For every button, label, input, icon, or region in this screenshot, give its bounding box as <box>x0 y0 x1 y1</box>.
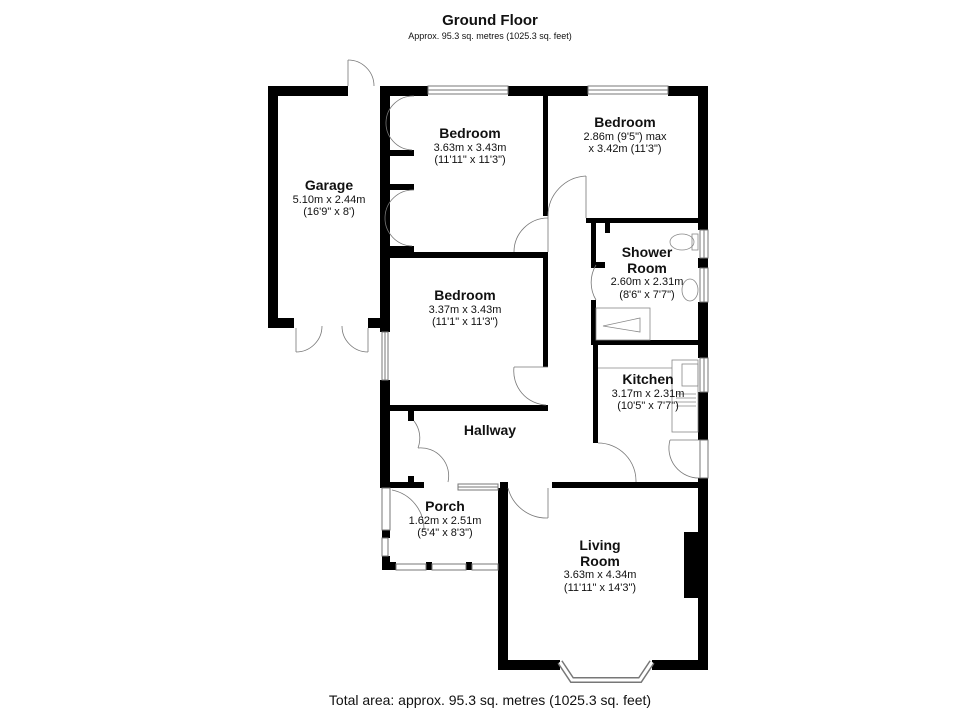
room-dim-imperial: (10'5" x 7'7") <box>617 399 679 412</box>
walls <box>268 86 708 670</box>
room-bedroom-3: Bedroom 3.37m x 3.43m (11'1" x 11'3") <box>400 287 530 328</box>
room-name: Bedroom <box>434 287 496 303</box>
room-name: Bedroom <box>594 114 656 130</box>
floor-title: Ground Floor <box>442 12 538 29</box>
room-name-line2: Room <box>580 552 620 569</box>
room-dim-metric: 2.86m (9'5") max <box>583 130 667 143</box>
room-porch: Porch 1.62m x 2.51m (5'4" x 8'3") <box>392 498 498 539</box>
floor-area-subtitle: Approx. 95.3 sq. metres (1025.3 sq. feet… <box>408 31 572 41</box>
windows <box>381 85 709 683</box>
room-dim-imperial: (5'4" x 8'3") <box>417 526 473 539</box>
room-dim-imperial: (11'11" x 14'3") <box>563 581 637 594</box>
room-name: Kitchen <box>622 371 674 387</box>
room-dim-metric: 1.62m x 2.51m <box>408 514 482 527</box>
room-name-line2: Room <box>627 259 667 276</box>
room-shower-room: Shower Room 2.60m x 2.31m (8'6" x 7'7") <box>592 244 702 301</box>
room-dim-metric: 3.63m x 4.34m <box>563 569 637 582</box>
room-living-room: Living Room 3.63m x 4.34m (11'11" x 14'3… <box>540 537 660 594</box>
room-dim-imperial: (11'1" x 11'3") <box>431 315 499 328</box>
room-dim-imperial: (8'6" x 7'7") <box>619 288 675 301</box>
room-name: Porch <box>425 498 465 514</box>
room-bedroom-2: Bedroom 2.86m (9'5") max x 3.42m (11'3") <box>560 114 690 155</box>
room-dim-imperial: (16'9" x 8') <box>303 205 355 218</box>
room-hallway: Hallway <box>440 422 540 439</box>
doors <box>295 59 701 531</box>
room-name: Shower <box>621 244 673 260</box>
room-bedroom-1: Bedroom 3.63m x 3.43m (11'11" x 11'3") <box>410 125 530 166</box>
room-name: Garage <box>304 177 354 193</box>
room-name: Hallway <box>463 422 517 438</box>
room-dim-metric: 3.63m x 3.43m <box>433 141 507 154</box>
room-dim-metric: 2.60m x 2.31m <box>610 276 684 289</box>
room-name: Bedroom <box>439 125 501 141</box>
room-name: Living <box>579 537 621 553</box>
room-dim-imperial: x 3.42m (11'3") <box>588 142 662 155</box>
total-area-footer: Total area: approx. 95.3 sq. metres (102… <box>328 692 652 708</box>
room-dim-metric: 5.10m x 2.44m <box>292 193 366 206</box>
room-dim-imperial: (11'11" x 11'3") <box>434 153 506 166</box>
room-garage: Garage 5.10m x 2.44m (16'9" x 8') <box>278 177 380 218</box>
room-kitchen: Kitchen 3.17m x 2.31m (10'5" x 7'7") <box>598 371 698 412</box>
room-dim-metric: 3.17m x 2.31m <box>611 387 685 400</box>
room-dim-metric: 3.37m x 3.43m <box>428 303 502 316</box>
fixtures <box>595 233 699 433</box>
